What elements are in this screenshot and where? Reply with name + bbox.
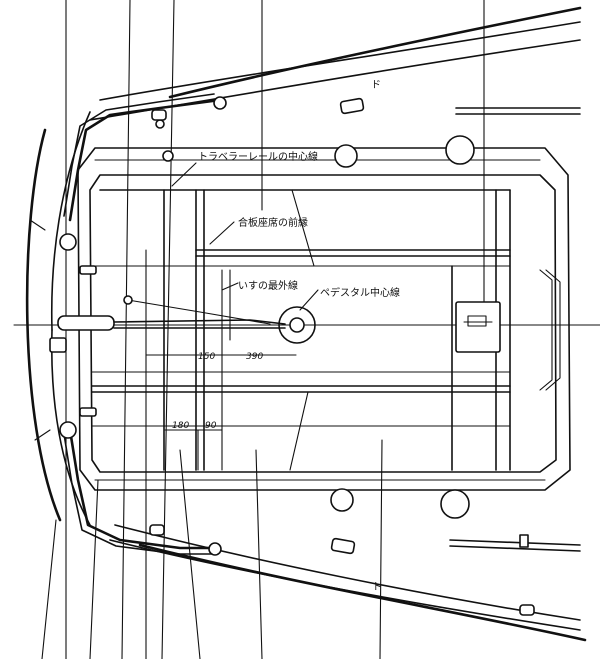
mark-port: ド: [371, 80, 381, 91]
mark-starboard: ト: [372, 582, 382, 593]
winch-icon: [440, 489, 470, 519]
label-cockpit-seat-front: 合板座席の前縁: [238, 216, 308, 229]
cockpit-interior: [91, 189, 561, 471]
toe-rails: [89, 21, 581, 631]
label-pedestal-center: ペデスタル中心線: [320, 286, 400, 299]
hull-outline: [25, 6, 587, 642]
steering-assembly: [13, 295, 600, 353]
leader-lines: [171, 162, 319, 471]
winches: [162, 135, 475, 519]
winch-icon: [330, 488, 354, 512]
winch-icon: [334, 144, 358, 168]
dimension-390: 390: [246, 352, 263, 362]
steering-pedestal-icon: [278, 306, 316, 344]
hatch-icon: [330, 537, 356, 555]
dimension-180: 180: [172, 421, 189, 431]
label-seat-outer-line: いすの最外線: [238, 279, 298, 292]
hatch-icon: [339, 97, 365, 115]
stern-pulpit: [59, 93, 227, 556]
label-traveler-rail-center: トラベラーレールの中心線: [198, 150, 318, 163]
deck-fittings: [49, 97, 581, 616]
dimension-lines: [145, 354, 297, 471]
winch-icon: [445, 135, 475, 165]
compass-box: [455, 301, 501, 353]
dimension-150: 150: [198, 352, 215, 362]
dimension-90: 90: [205, 421, 217, 431]
